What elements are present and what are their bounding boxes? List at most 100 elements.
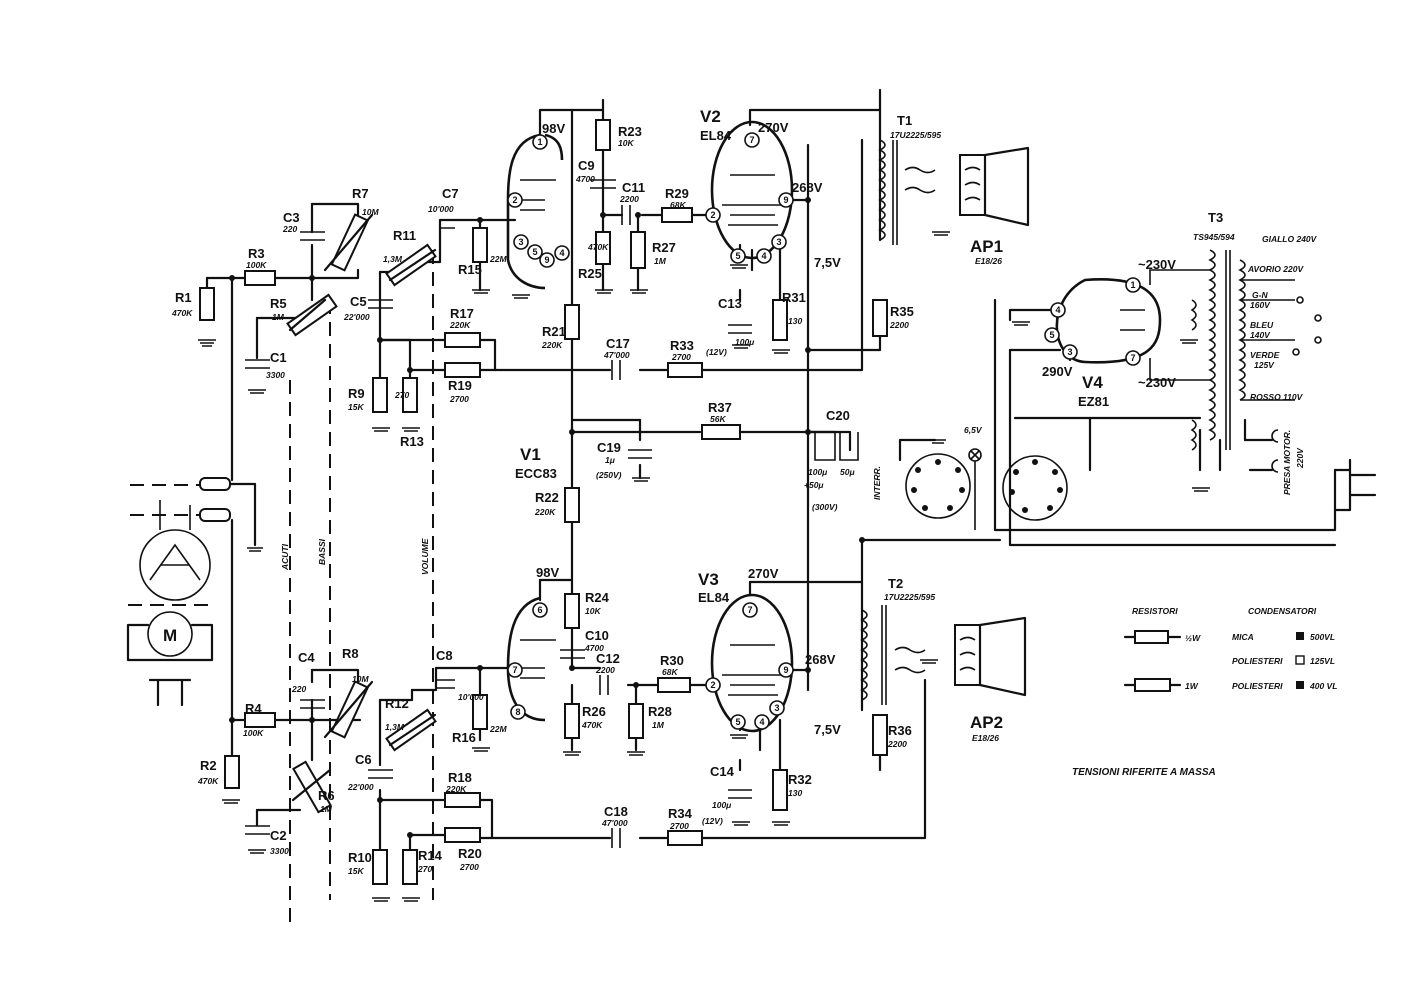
c20-name: C20 <box>826 408 850 423</box>
t1-name: T1 <box>897 113 912 128</box>
r36-body <box>872 714 888 756</box>
svg-text:7: 7 <box>747 605 752 615</box>
r20-name: R20 <box>458 846 482 861</box>
r5-name: R5 <box>270 296 287 311</box>
volume-label: VOLUME <box>420 538 430 575</box>
r37-body <box>701 424 741 440</box>
c18-plates <box>611 828 621 848</box>
ap1-spec: E18/26 <box>975 256 1002 266</box>
speaker-ap2 <box>954 616 1027 697</box>
c20-rating: (300V) <box>812 502 838 512</box>
r4-value: 100K <box>243 728 264 738</box>
t3-name: T3 <box>1208 210 1223 225</box>
c14-plates <box>728 789 752 799</box>
svg-text:5: 5 <box>735 251 740 261</box>
r16-value: 22M <box>489 724 507 734</box>
v3-type: EL84 <box>698 590 730 605</box>
c8-value: 10'000 <box>458 692 484 702</box>
r30-name: R30 <box>660 653 684 668</box>
c2-plates <box>245 825 270 835</box>
c20-value-a: 100μ <box>808 467 828 477</box>
v2-screen-voltage: 268V <box>792 180 823 195</box>
r10-body <box>372 849 388 885</box>
r22-body <box>564 487 580 523</box>
svg-text:7: 7 <box>1130 353 1135 363</box>
v3-screen-voltage: 268V <box>805 652 836 667</box>
c3-name: C3 <box>283 210 300 225</box>
svg-text:1: 1 <box>1130 280 1135 290</box>
r34-name: R34 <box>668 806 693 821</box>
capacitor-plates <box>245 179 859 848</box>
r8-name: R8 <box>342 646 359 661</box>
r12-value: 1,3M <box>385 722 405 732</box>
r25-value: 470K <box>587 242 609 252</box>
svg-text:1: 1 <box>537 137 542 147</box>
r15-body <box>472 227 488 263</box>
motor <box>126 604 214 707</box>
legend-poliesteri-1-v: 125VL <box>1310 656 1335 666</box>
v4-name: V4 <box>1082 373 1103 392</box>
v3-name: V3 <box>698 570 719 589</box>
c7-name: C7 <box>442 186 459 201</box>
r32-value: 130 <box>788 788 802 798</box>
r20-value: 2700 <box>459 862 479 872</box>
r13-name: R13 <box>400 434 424 449</box>
r17-value: 220K <box>449 320 471 330</box>
r14-name: R14 <box>418 848 443 863</box>
v2-anode-voltage: 270V <box>758 120 789 135</box>
c8-plates <box>436 679 455 689</box>
v2-name: V2 <box>700 107 721 126</box>
r21-value: 220K <box>541 340 563 350</box>
tap-bleu-v: 140V <box>1250 330 1271 340</box>
ap2-spec: E18/26 <box>972 733 999 743</box>
r27-value: 1M <box>654 256 667 266</box>
c12-value: 2200 <box>595 665 615 675</box>
c5-name: C5 <box>350 294 367 309</box>
c3-value: 220 <box>282 224 297 234</box>
mains-plug <box>1333 458 1377 512</box>
ground-symbols <box>198 231 1210 902</box>
r3-name: R3 <box>248 246 265 261</box>
v1-name: V1 <box>520 445 541 464</box>
r31-name: R31 <box>782 290 806 305</box>
r30-value: 68K <box>662 667 678 677</box>
tap-avorio: AVORIO 220V <box>1247 264 1304 274</box>
lamp-voltage: 6,5V <box>964 425 983 435</box>
r35-body <box>872 299 888 337</box>
c9-name: C9 <box>578 158 595 173</box>
tube-v3: 7 2 9 5 4 3 <box>705 593 794 733</box>
legend-half-watt: ½W <box>1185 633 1201 643</box>
c1-value: 3300 <box>266 370 285 380</box>
r36-value: 2200 <box>887 739 907 749</box>
r2-body <box>224 755 240 789</box>
r6-name: R6 <box>318 788 335 803</box>
legend-poliesteri-1: POLIESTERI <box>1232 656 1283 666</box>
c2-name: C2 <box>270 828 287 843</box>
wiring <box>205 88 1337 852</box>
c13-plates <box>728 324 752 334</box>
octal-socket-psu <box>1002 455 1068 521</box>
c19-value: 1μ <box>605 455 616 465</box>
r6-value: 1M <box>320 804 333 814</box>
r10-value: 15K <box>348 866 364 876</box>
r26-value: 470K <box>581 720 603 730</box>
potentiometers <box>286 213 437 814</box>
c5-value: 22'000 <box>343 312 370 322</box>
svg-text:3: 3 <box>774 703 779 713</box>
c11-name: C11 <box>622 180 645 195</box>
svg-text:6: 6 <box>537 605 542 615</box>
tap-presa-v: 220V <box>1295 447 1305 469</box>
c2-value: 3300 <box>270 846 289 856</box>
r33-value: 2700 <box>671 352 691 362</box>
c19-name: C19 <box>597 440 621 455</box>
c7-value: 10'000 <box>428 204 454 214</box>
transformer-t3 <box>1149 249 1322 473</box>
svg-text:5: 5 <box>735 717 740 727</box>
svg-text:3: 3 <box>776 237 781 247</box>
c3-plates <box>300 231 325 241</box>
svg-text:2: 2 <box>710 680 715 690</box>
svg-text:7: 7 <box>749 135 754 145</box>
c1-plates <box>245 359 270 369</box>
r14-body <box>402 849 418 885</box>
r28-value: 1M <box>652 720 665 730</box>
